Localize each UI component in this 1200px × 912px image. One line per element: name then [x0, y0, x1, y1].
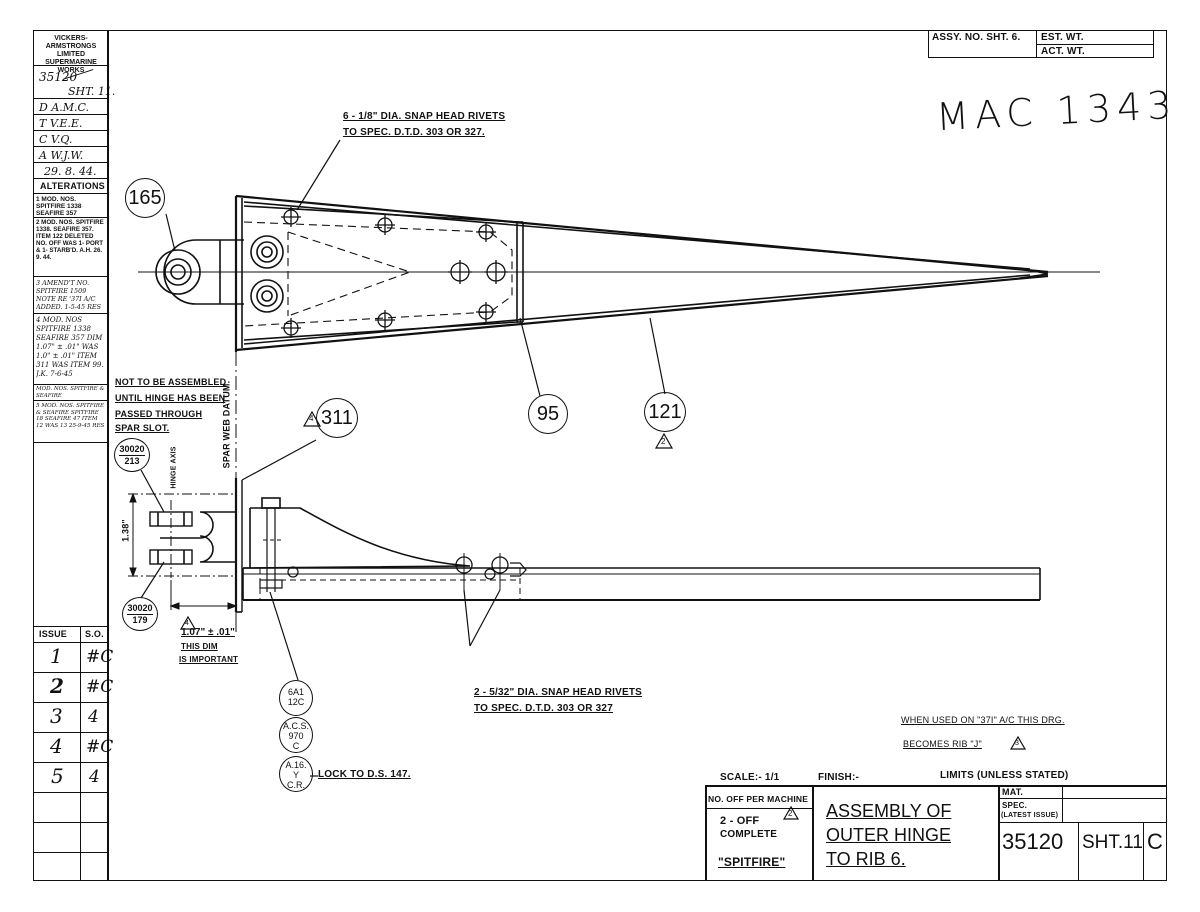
part-bubble-a16: A.16. Y C.R.	[279, 756, 313, 792]
so-1: #C	[86, 647, 114, 667]
drawing-title-line3: TO RIB 6.	[826, 849, 906, 869]
hinge-eye-top	[155, 239, 244, 305]
title-drawing-no: 35120	[1002, 829, 1064, 854]
drawing-title-line2: OUTER HINGE	[826, 825, 952, 845]
approval-t: T V.E.E.	[39, 117, 83, 130]
assembly-note-line2: UNTIL HINGE HAS BEEN	[115, 393, 226, 403]
rev-mark-dim: 4	[185, 620, 189, 627]
dim-note-line1: THIS DIM	[181, 642, 218, 651]
rib-side-view	[234, 478, 1041, 613]
issue-1: 1	[50, 644, 63, 668]
rev-mark-311: 4	[309, 414, 314, 423]
item-bubble-311: 311	[316, 398, 358, 438]
drawing-border	[33, 30, 1167, 881]
item-bubble-121: 121	[644, 392, 686, 432]
spec-latest-issue: (LATEST ISSUE)	[1001, 812, 1059, 819]
issue-header: ISSUE	[39, 629, 68, 639]
act-wt: ACT. WT.	[1041, 46, 1085, 57]
no-off-label: NO. OFF PER MACHINE	[708, 794, 809, 804]
company-name: VICKERS-ARMSTRONGS LIMITED SUPERMARINE W…	[45, 35, 97, 74]
alteration-3: 3 AMEND'T NO. SPITFIRE 1509 NOTE RE '37I…	[36, 279, 101, 311]
approval-a: A W.J.W.	[39, 149, 84, 162]
rev-mark-121: 2	[661, 437, 666, 446]
title-sheet-no: SHT.11	[1082, 832, 1143, 853]
sidebar-drawing-no: 35120	[39, 70, 78, 84]
item-bubble-95: 95	[528, 394, 568, 434]
rivets-note-top-line2: TO SPEC. D.T.D. 303 OR 327.	[343, 127, 485, 138]
assembly-note-line4: SPAR SLOT.	[115, 423, 170, 433]
title-issue: C	[1147, 829, 1163, 854]
aircraft-name: "SPITFIRE"	[718, 855, 786, 869]
so-5: 4	[89, 767, 100, 787]
no-off-value-line2: COMPLETE	[720, 829, 778, 840]
alteration-4: 4 MOD. NOS SPITFIRE 1338 SEAFIRE 357 DIM…	[36, 316, 104, 378]
hinge-eye-side	[149, 500, 236, 578]
issue-3: 3	[50, 704, 63, 728]
part-bubble-6a1: 6A1 12C	[279, 680, 313, 716]
part-bubble-30020-179: 30020 179	[122, 597, 158, 631]
title-block-top	[705, 785, 1167, 787]
hinge-axis-label: HINGE AXIS	[170, 446, 178, 489]
alterations-heading: ALTERATIONS	[40, 181, 105, 191]
drawing-title-line1: ASSEMBLY OF	[826, 801, 952, 821]
approval-d: D A.M.C.	[39, 101, 90, 114]
rev-mark-no-off: 2	[788, 809, 793, 818]
dimension-lines	[128, 492, 238, 632]
dim-note-line2: IS IMPORTANT	[179, 655, 239, 664]
lock-note: LOCK TO D.S. 147.	[318, 769, 411, 780]
limits-label: LIMITS (UNLESS STATED)	[940, 770, 1069, 781]
used-on-note-line2: BECOMES RIB "J"	[903, 739, 982, 749]
hinge-fitting-hidden	[243, 221, 513, 327]
dim-value: 1.07" ± .01"	[181, 627, 235, 638]
no-off-value-line1: 2 - OFF	[720, 815, 760, 827]
alteration-2: 2 MOD. NOS. SPITFIRE 1338. SEAFIRE 357. …	[36, 219, 104, 261]
item-bubble-165: 165	[125, 178, 165, 218]
rib-top-view	[234, 194, 1049, 352]
alteration-mod: MOD. NOS. SPITFIRE & SEAFIRE	[36, 386, 105, 399]
part-bubble-30020-213: 30020 213	[114, 438, 150, 472]
scale-label: SCALE:- 1/1	[720, 772, 780, 783]
leader-lines	[140, 139, 666, 777]
rivets-top-view	[281, 207, 508, 338]
so-2: #C	[86, 677, 114, 697]
sidebar-sheet: SHT. 11.	[68, 85, 116, 98]
approval-c: C V.Q.	[39, 133, 73, 146]
est-wt: EST. WT.	[1041, 32, 1084, 43]
so-4: #C	[86, 737, 114, 757]
so-3: 4	[88, 707, 99, 727]
finish-label: FINISH:-	[818, 772, 860, 783]
issue-2: 2	[50, 674, 64, 698]
alteration-1: 1 MOD. NOS. SPITFIRE 1338 SEAFIRE 357	[36, 196, 82, 216]
rivets-note-top-line1: 6 - 1/8" DIA. SNAP HEAD RIVETS	[343, 111, 506, 122]
spec-label: SPEC.	[1002, 801, 1028, 810]
main-bolts	[250, 235, 284, 313]
rivets-note-bottom-line1: 2 - 5/32" DIA. SNAP HEAD RIVETS	[474, 687, 643, 698]
assembly-note-line3: PASSED THROUGH	[115, 409, 203, 419]
revision-triangles	[179, 410, 1027, 820]
alteration-5: 5 MOD. NOS. SPITFIRE & SEAFIRE SPITFIRE …	[36, 403, 105, 429]
reinforcing-plate	[243, 205, 524, 341]
issue-4: 4	[50, 734, 63, 758]
mat-label: MAT.	[1002, 787, 1024, 797]
assembly-note-line1: NOT TO BE ASSEMBLED	[115, 377, 227, 387]
assy-no: ASSY. NO. SHT. 6.	[932, 32, 1021, 43]
sidebar-divider	[107, 30, 109, 881]
spar-web-datum-label: SPAR WEB DATUM.	[221, 380, 232, 469]
approval-date: 29. 8. 44.	[44, 165, 97, 178]
dim-vertical-label: 1.38"	[120, 519, 131, 542]
issue-5: 5	[51, 764, 64, 788]
so-header: S.O.	[85, 629, 104, 639]
part-bubble-acs: A.C.S. 970 C	[279, 717, 313, 753]
used-on-note-line1: WHEN USED ON "37I" A/C THIS DRG.	[901, 715, 1065, 725]
rivets-note-bottom-line2: TO SPEC. D.T.D. 303 OR 327	[474, 703, 613, 714]
rev-mark-used-on: 3	[1015, 740, 1019, 747]
